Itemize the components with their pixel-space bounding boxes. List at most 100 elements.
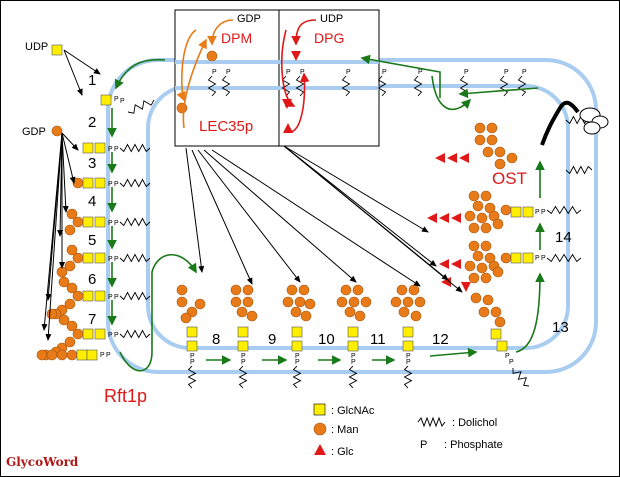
phosphate-label: P — [535, 209, 540, 216]
man-symbol — [72, 290, 84, 302]
man-donor-fan-arrow — [211, 149, 421, 287]
dpg-label: DPG — [314, 30, 344, 46]
glc-symbol — [459, 153, 469, 163]
glcnac-symbol — [402, 326, 414, 338]
man-symbol — [472, 200, 484, 212]
dolichol-anchor — [348, 365, 358, 389]
dpm-flip-down-arrow — [176, 29, 197, 102]
flippase-box — [174, 9, 380, 147]
phosphate-label: P — [241, 353, 246, 360]
man-symbol — [242, 284, 254, 296]
man-symbol — [480, 190, 492, 202]
glcnac-symbol — [347, 340, 359, 352]
glc-symbol — [435, 153, 445, 163]
man-symbol — [66, 282, 78, 294]
dolichol-anchor — [187, 365, 197, 389]
phosphate-label: P — [286, 69, 291, 76]
phosphate-label: P — [346, 69, 351, 76]
glc-symbol — [461, 282, 471, 292]
glcnac-symbol — [186, 340, 198, 352]
man-symbol — [56, 266, 68, 278]
dpg-flip-down-arrow — [281, 29, 296, 107]
step-14-label: 14 — [555, 229, 572, 246]
glc-symbol — [439, 213, 449, 223]
glc-symbol — [447, 153, 457, 163]
phosphate-label: P — [509, 359, 514, 366]
man-symbol — [56, 349, 68, 361]
man-symbol — [468, 272, 480, 284]
top-right-return-arrow — [458, 87, 539, 99]
glcnac-symbol — [94, 216, 106, 228]
dpg-arrow — [291, 19, 317, 46]
step-10-label: 10 — [318, 331, 335, 348]
phosphate-label: P — [351, 353, 356, 360]
legend-dolichol-swatch — [417, 416, 446, 428]
man-symbol — [474, 122, 486, 134]
legend: : GlcNAc : Man : Glc : Dolichol P : Phos… — [313, 403, 503, 458]
phosphate-label: P — [541, 255, 546, 262]
dolichol-anchor — [546, 253, 582, 263]
man-symbol — [500, 252, 512, 264]
phosphate-label: P — [108, 332, 113, 339]
phosphate-label: P — [108, 146, 113, 153]
step-12-label: 12 — [432, 331, 449, 348]
phosphate-label: P — [351, 359, 356, 366]
man-symbol — [494, 146, 506, 158]
man-symbol — [336, 296, 348, 308]
man-symbol — [486, 134, 498, 146]
phosphate-label: P — [106, 352, 111, 359]
glcnac-symbol — [94, 177, 106, 189]
phosphate-label: P — [522, 69, 527, 76]
man-symbol — [478, 306, 490, 318]
man-symbol — [64, 298, 76, 310]
glcnac-symbol — [94, 142, 106, 154]
dpm-arrow — [207, 19, 234, 46]
man-symbol — [64, 336, 76, 348]
man-symbol — [402, 296, 414, 308]
dpm-return-arrow — [114, 58, 166, 90]
step-5-label: 5 — [88, 232, 96, 249]
glc-symbol — [291, 51, 301, 61]
dolichol-anchor — [377, 75, 387, 97]
glc-symbol — [439, 259, 449, 269]
dpg-flip-up-arrow — [287, 72, 310, 133]
man-symbol — [66, 349, 78, 361]
glcnac-symbol — [347, 326, 359, 338]
man-symbol — [242, 296, 254, 308]
phosphate-label: P — [464, 69, 469, 76]
dolichol-anchor — [565, 165, 593, 175]
man-symbol — [64, 224, 76, 236]
phosphate-label: P — [108, 294, 113, 301]
phosphate-label: P — [108, 256, 113, 263]
man-symbol — [194, 298, 206, 310]
top-membrane-arrow — [360, 54, 441, 98]
man-symbol — [396, 284, 408, 296]
dolichol-anchor — [499, 75, 509, 97]
phosphate-label: P — [114, 96, 119, 103]
man-symbol — [176, 284, 188, 296]
man-symbol — [414, 296, 426, 308]
dolichol-anchor — [292, 365, 302, 389]
step-3-label: 3 — [88, 155, 96, 172]
glc-symbol — [451, 259, 461, 269]
man-symbol — [298, 284, 310, 296]
glcnac-symbol — [82, 290, 94, 302]
man-symbol — [282, 296, 294, 308]
man-symbol — [474, 134, 486, 146]
step-9-label: 9 — [268, 331, 276, 348]
glcnac-symbol — [94, 290, 106, 302]
glcnac-symbol — [237, 326, 249, 338]
phosphate-label: P — [108, 220, 113, 227]
glcnac-symbol — [82, 177, 94, 189]
glcnac-symbol — [186, 326, 198, 338]
dolichol-anchor — [341, 75, 351, 97]
phosphate-label: P — [120, 98, 125, 105]
glcnac-symbol — [402, 340, 414, 352]
dolichol-anchor — [413, 75, 423, 97]
legend-glcnac-label: : GlcNAc — [331, 405, 375, 417]
man-symbol — [230, 296, 242, 308]
man-symbol — [286, 284, 298, 296]
phosphate-label: P — [505, 353, 510, 360]
glcnac-symbol — [51, 44, 63, 56]
dpm-flip-up-arrow — [182, 38, 207, 129]
